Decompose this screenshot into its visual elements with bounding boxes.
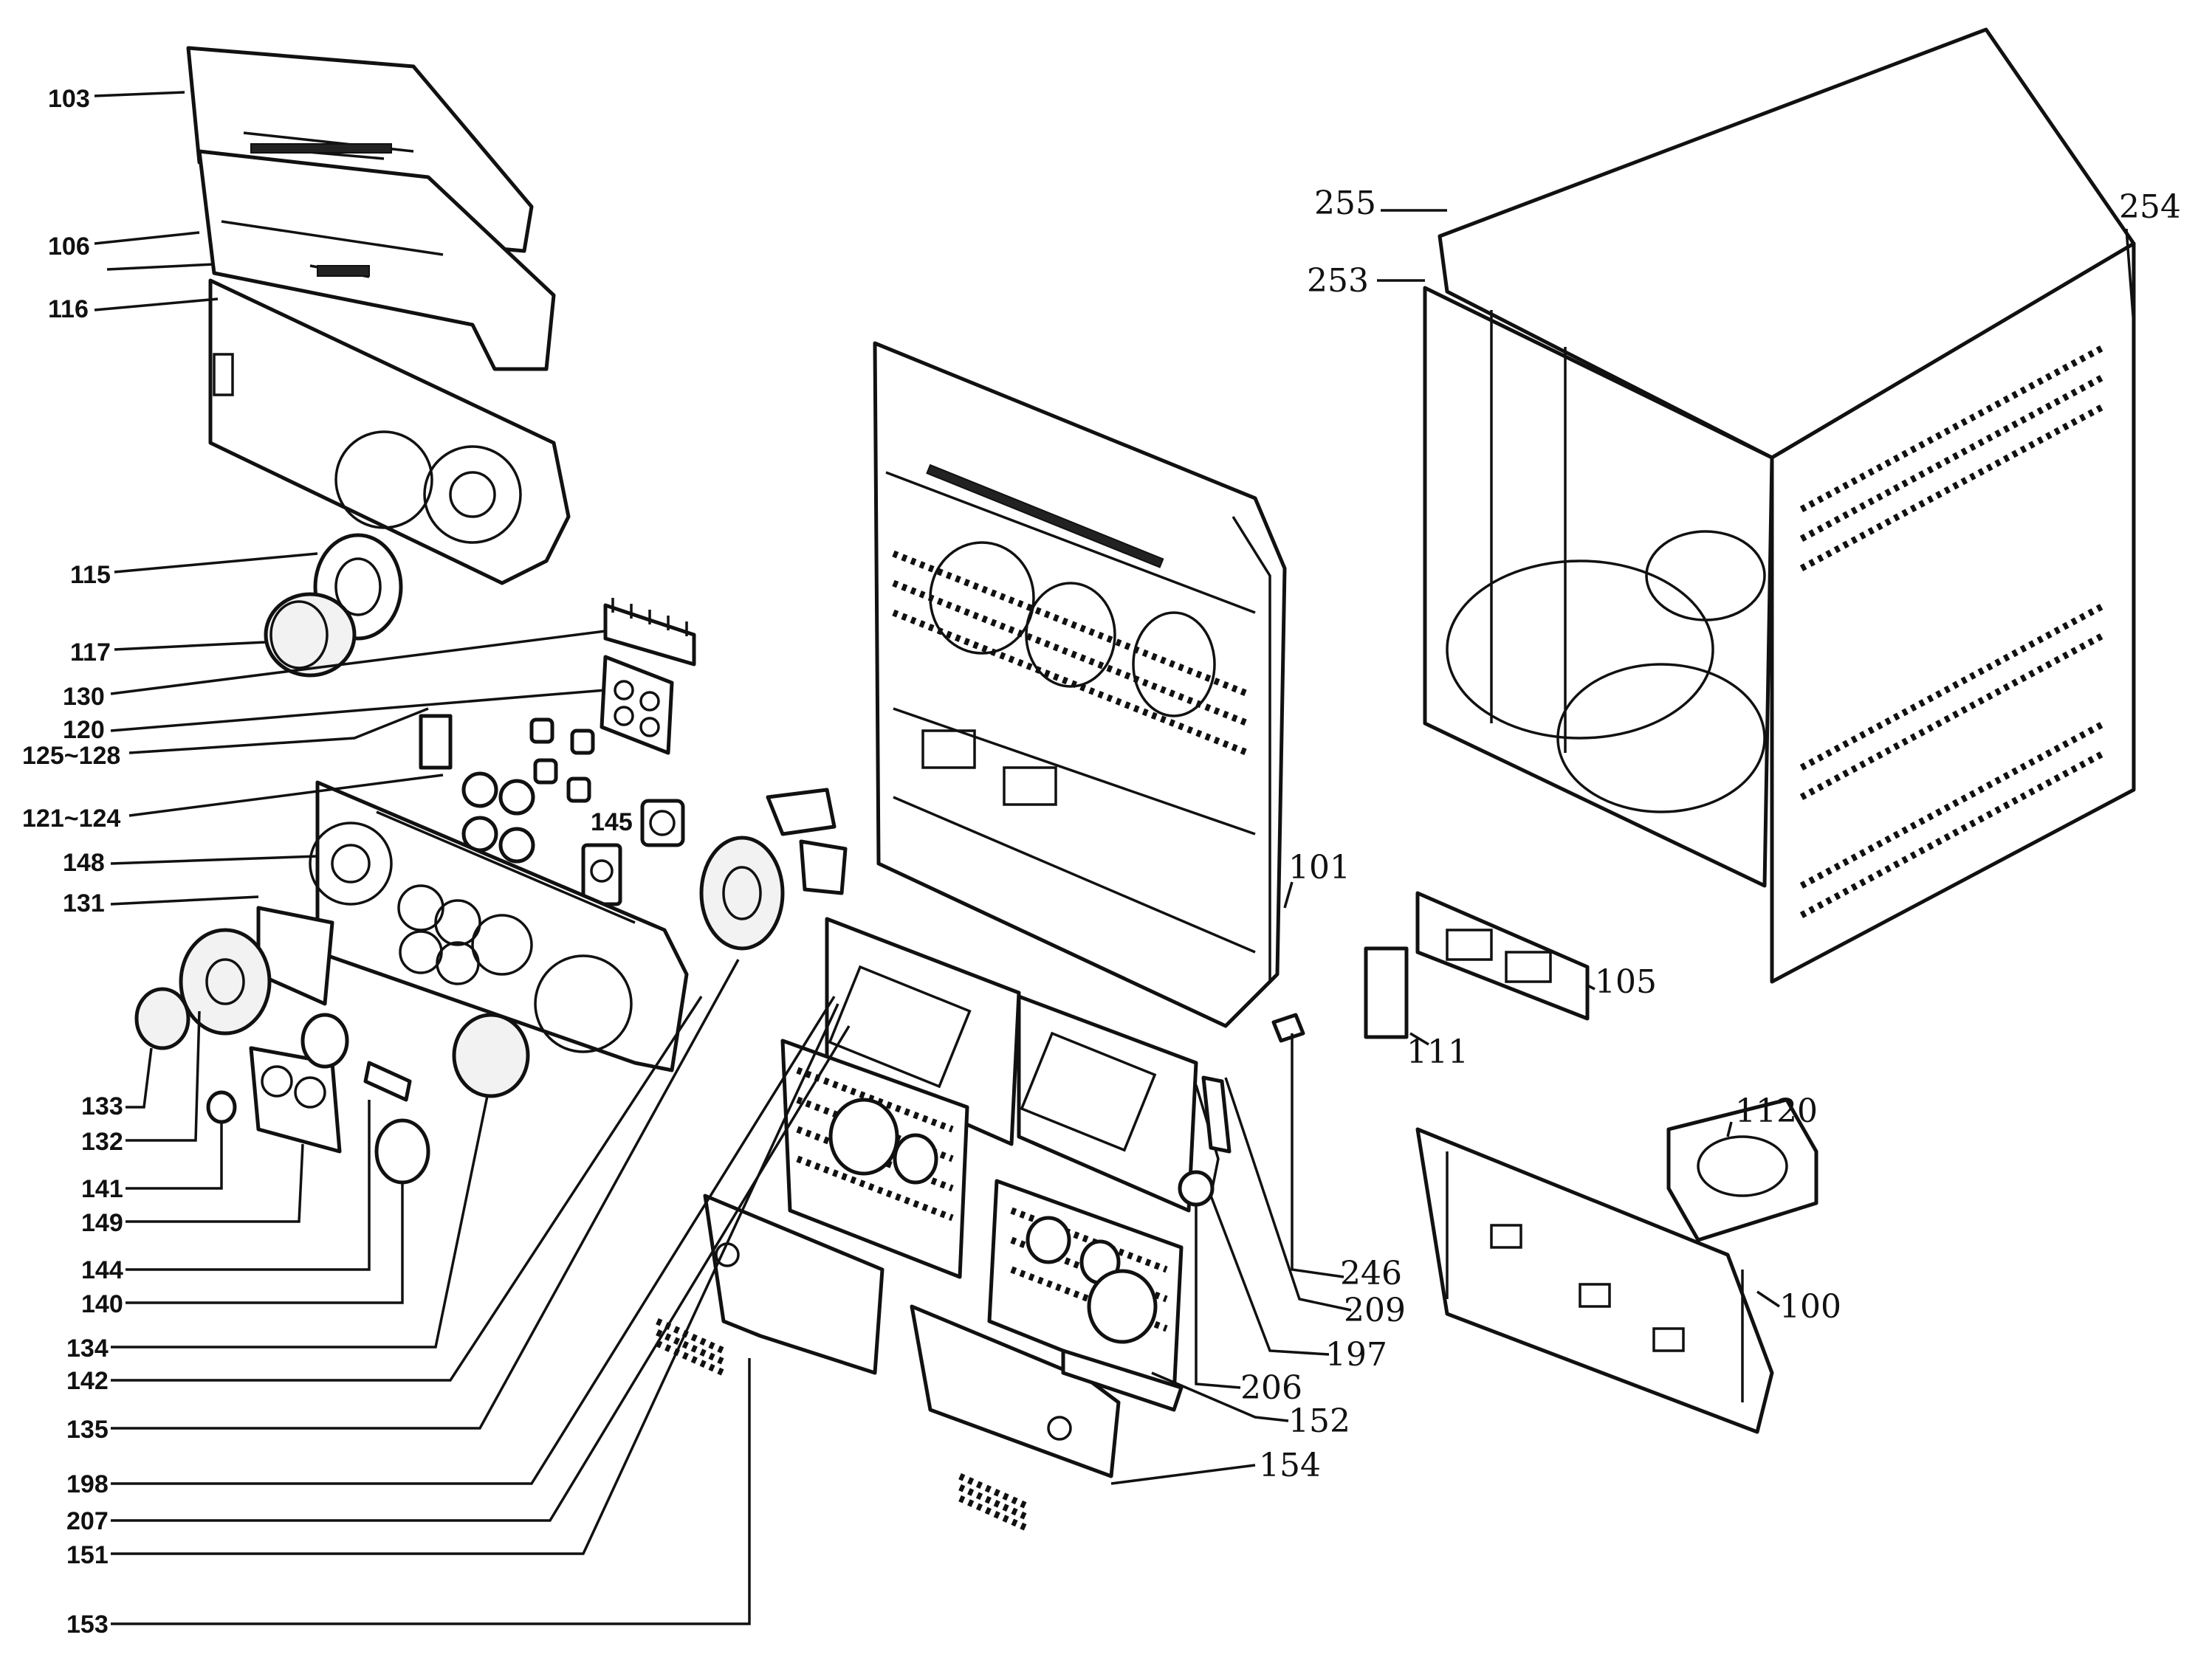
gear-142 — [452, 1013, 530, 1098]
label-131: 131 — [63, 889, 105, 917]
label-134: 134 — [66, 1334, 109, 1363]
label-149: 149 — [81, 1209, 123, 1237]
label-148: 148 — [63, 849, 105, 877]
label-154: 154 — [1259, 1447, 1321, 1484]
strip-152 — [1061, 1349, 1184, 1412]
knob-140 — [374, 1118, 430, 1185]
knob-117 — [264, 592, 357, 678]
door-154 — [910, 1304, 1121, 1478]
washer-small — [1271, 1013, 1305, 1043]
label-197: 197 — [1325, 1336, 1387, 1374]
bracket-near-145 — [581, 843, 622, 906]
frame-253 — [1423, 286, 1774, 888]
main-cabinet-101 — [873, 341, 1287, 1028]
label-106: 106 — [48, 233, 90, 261]
label-103: 103 — [48, 85, 90, 113]
board-105 — [1415, 891, 1590, 1021]
label-115: 115 — [70, 561, 111, 589]
gear-135 — [699, 836, 785, 951]
label-152: 152 — [1288, 1402, 1350, 1440]
label-255: 255 — [1314, 185, 1376, 222]
front-panel-148 — [309, 780, 689, 1072]
switch-board-120 — [600, 655, 674, 755]
panel-106 — [197, 149, 556, 371]
label-121-124: 121~124 — [22, 805, 120, 833]
collar-144 — [300, 1013, 349, 1069]
panel-116 — [208, 278, 571, 585]
label-120: 120 — [63, 716, 105, 744]
label-130: 130 — [63, 683, 105, 711]
label-142: 142 — [66, 1367, 109, 1395]
label-145: 145 — [591, 808, 633, 836]
label-253: 253 — [1307, 262, 1369, 300]
label-111: 111 — [1406, 1033, 1469, 1071]
fan-1120 — [1666, 1098, 1818, 1242]
label-100: 100 — [1779, 1288, 1841, 1326]
cassette-frame-207 — [825, 917, 1021, 1146]
hatching-right — [958, 1473, 1028, 1532]
part-145 — [640, 799, 685, 847]
label-105: 105 — [1595, 963, 1657, 1001]
lever-198 — [766, 788, 848, 895]
label-207: 207 — [66, 1507, 109, 1535]
leader-lines — [94, 91, 2135, 1625]
knob-133 — [134, 987, 190, 1050]
label-246: 246 — [1340, 1255, 1402, 1292]
gear-132 — [179, 928, 272, 1036]
label-206: 206 — [1240, 1369, 1302, 1407]
connector-130 — [603, 598, 696, 667]
switch-cluster-121-124 — [419, 714, 535, 864]
cabinet-255 — [1438, 27, 2136, 984]
grille-151 — [780, 1039, 969, 1279]
main-board-100 — [1415, 1127, 1774, 1434]
label-133: 133 — [81, 1092, 123, 1120]
label-117: 117 — [70, 638, 111, 667]
label-141: 141 — [81, 1175, 123, 1203]
label-140: 140 — [81, 1290, 123, 1318]
label-153: 153 — [66, 1611, 109, 1639]
label-254: 254 — [2119, 188, 2181, 226]
label-125-128: 125~128 — [22, 742, 120, 770]
shaft-134 — [363, 1061, 412, 1102]
label-132: 132 — [81, 1128, 123, 1156]
label-1120: 1120 — [1735, 1092, 1818, 1130]
label-101: 101 — [1288, 849, 1350, 886]
module-111 — [1364, 946, 1409, 1039]
cassette-frame-209 — [1017, 994, 1198, 1213]
part-labels: 103 106 116 115 117 130 120 125~128 121~… — [22, 85, 2181, 1639]
label-144: 144 — [81, 1256, 123, 1284]
label-209: 209 — [1344, 1292, 1406, 1329]
bezel-149 — [249, 1046, 342, 1154]
label-116: 116 — [48, 295, 89, 323]
label-151: 151 — [66, 1541, 109, 1569]
label-135: 135 — [66, 1416, 109, 1444]
buttons-125-128 — [529, 717, 595, 803]
lever-246 — [1201, 1075, 1232, 1154]
cap-141 — [206, 1090, 237, 1124]
label-198: 198 — [66, 1470, 109, 1498]
